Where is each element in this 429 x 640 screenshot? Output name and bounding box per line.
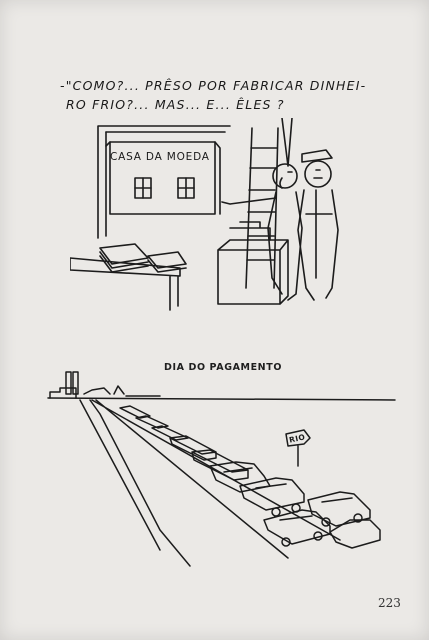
road [91,399,341,559]
police-cap [301,149,333,163]
policeman-body [297,189,339,301]
printing-press [217,239,289,305]
window-frame [97,125,231,239]
skyline [49,387,77,399]
page-number: 223 [378,596,401,610]
car [209,461,271,493]
car-queue [119,405,189,441]
car [263,509,331,545]
horizon-line [47,397,396,401]
pointing-arm [221,197,277,205]
car [239,477,305,511]
money-stack [147,251,187,273]
congress-tower [72,371,79,395]
dia-do-pagamento-cartoon [47,371,396,567]
car [329,519,381,549]
speech-pointer [281,118,293,167]
building [109,141,216,215]
man-head [272,163,298,189]
cartoon-caption-line-2: RO FRIO?... MAS... E... ÊLES ? [66,97,285,112]
money-stack [99,243,149,273]
casa-da-moeda-cartoon [70,118,339,311]
car [307,491,371,527]
cartoon-caption-line-1: -"COMO?... PRÊSO POR FABRICAR DINHEI- [60,78,367,93]
casa-da-moeda-sign: CASA DA MOEDA [110,151,210,163]
congress-tower [65,371,72,395]
car [169,435,217,461]
rio-sign [285,429,311,467]
desk [70,257,181,311]
policeman-head [304,160,332,188]
cartoon-2-title: DIA DO PAGAMENTO [164,362,282,373]
ladder [245,127,279,289]
man-body [267,191,303,301]
